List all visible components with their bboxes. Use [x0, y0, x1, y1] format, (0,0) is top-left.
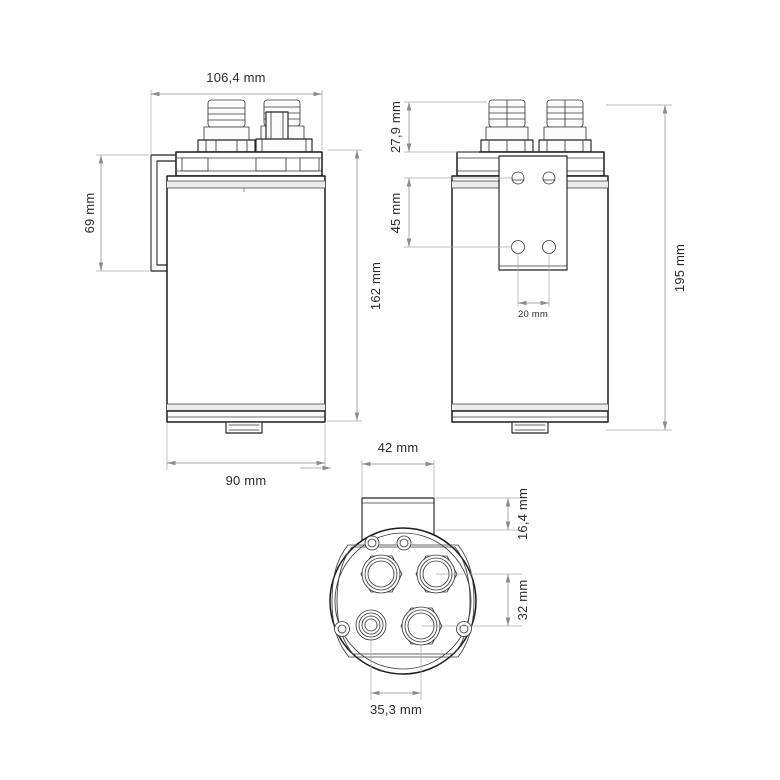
top-view-fixing-hole-left — [334, 621, 350, 637]
dim-162: 162 mm — [327, 149, 383, 422]
top-view-fixing-hole-top-left — [364, 535, 380, 551]
front-view-mounting-plate — [498, 155, 568, 271]
dim-label-195: 195 mm — [672, 244, 687, 292]
top-view-inner-circle — [334, 532, 472, 670]
top-view-port-lower — [400, 606, 443, 646]
dim-27-9: 27,9 mm — [388, 101, 487, 153]
dim-195: 195 mm — [606, 104, 687, 431]
dim-32: 32 mm — [421, 573, 530, 627]
side-view-head-flange — [175, 151, 323, 177]
mounting-hole-bottom-right — [542, 240, 556, 254]
side-view-body — [166, 175, 326, 434]
dim-20: 20 mm — [517, 253, 550, 320]
dim-label-32: 32 mm — [515, 580, 530, 621]
top-view-fixing-hole-right — [456, 621, 472, 637]
top-view-plate-outline — [331, 544, 475, 658]
dim-label-35-3: 35,3 mm — [370, 702, 422, 717]
mounting-hole-bottom-left — [511, 240, 525, 254]
side-view-gland-left — [197, 99, 256, 153]
dim-label-69: 69 mm — [82, 193, 97, 234]
dim-label-20: 20 mm — [518, 309, 548, 320]
dim-35-3: 35,3 mm — [370, 633, 422, 717]
front-view-gland-right — [538, 99, 592, 153]
front-view: 27,9 mm 45 mm 20 mm 195 mm — [388, 99, 687, 434]
front-view-gland-left — [480, 99, 534, 153]
top-view-plate-outline-inner — [336, 546, 471, 655]
dim-label-16-4: 16,4 mm — [515, 488, 530, 540]
dim-label-27-9: 27,9 mm — [388, 101, 403, 153]
dim-label-162: 162 mm — [368, 262, 383, 310]
dim-16-4: 16,4 mm — [436, 488, 530, 540]
dim-45: 45 mm — [388, 177, 512, 248]
mounting-hole-top-left — [511, 171, 525, 185]
top-view-fixing-hole-top-right — [396, 535, 412, 551]
dim-69: 69 mm — [82, 154, 149, 272]
side-view: 106,4 mm 69 mm 162 mm 90 mm — [82, 70, 383, 488]
dim-label-106-4: 106,4 mm — [206, 70, 265, 85]
dim-42: 42 mm — [361, 440, 435, 498]
dim-106-4: 106,4 mm — [150, 70, 323, 155]
dim-90: 90 mm — [166, 424, 326, 488]
top-view-port-upper-left — [360, 554, 403, 594]
dim-label-42: 42 mm — [378, 440, 419, 455]
mounting-hole-top-right — [542, 171, 556, 185]
dim-label-90: 90 mm — [226, 473, 267, 488]
top-view: 42 mm 16,4 mm 32 mm 35,3 mm — [300, 440, 530, 717]
dim-label-45: 45 mm — [388, 193, 403, 234]
